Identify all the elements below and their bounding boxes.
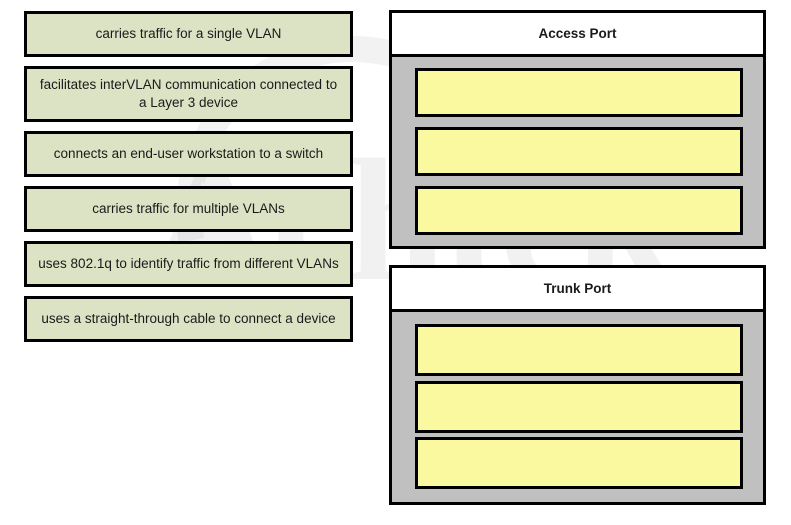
panel-title: Access Port — [392, 13, 763, 57]
panel-title: Trunk Port — [392, 268, 763, 312]
source-item[interactable]: facilitates interVLAN communication conn… — [24, 66, 353, 122]
source-item[interactable]: uses a straight-through cable to connect… — [24, 296, 353, 342]
source-item[interactable]: carries traffic for multiple VLANs — [24, 186, 353, 232]
source-item[interactable]: carries traffic for a single VLAN — [24, 11, 353, 57]
source-item-label: carries traffic for a single VLAN — [95, 25, 282, 41]
drop-slot[interactable] — [415, 437, 743, 489]
panel-drop-area[interactable] — [392, 57, 763, 246]
source-item[interactable]: connects an end-user workstation to a sw… — [24, 131, 353, 177]
panel-drop-area[interactable] — [392, 312, 763, 502]
drop-slot[interactable] — [415, 68, 743, 117]
drop-slot[interactable] — [415, 186, 743, 235]
drop-panel-access-port: Access Port — [389, 10, 766, 249]
source-item-label: facilitates interVLAN communication conn… — [39, 76, 338, 110]
source-item-label: connects an end-user workstation to a sw… — [53, 145, 324, 161]
source-item-list: carries traffic for a single VLAN facili… — [24, 11, 353, 351]
drop-panel-trunk-port: Trunk Port — [389, 265, 766, 505]
source-item-label: uses 802.1q to identify traffic from dif… — [38, 255, 339, 271]
source-item-label: carries traffic for multiple VLANs — [92, 200, 285, 216]
drop-slot[interactable] — [415, 127, 743, 176]
drop-slot[interactable] — [415, 380, 743, 433]
source-item[interactable]: uses 802.1q to identify traffic from dif… — [24, 241, 353, 287]
drop-slot[interactable] — [415, 324, 743, 376]
source-item-label: uses a straight-through cable to connect… — [41, 310, 336, 326]
